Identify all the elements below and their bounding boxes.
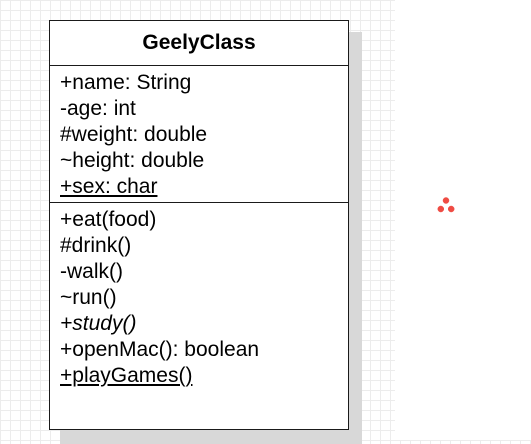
spark-icon[interactable] [436, 196, 456, 216]
attribute-weight: #weight: double [60, 123, 208, 146]
operation-eat: +eat(food) [60, 208, 157, 231]
class-name[interactable]: GeelyClass [50, 21, 348, 66]
attribute-age: -age: int [60, 97, 136, 120]
operation-walk: -walk() [60, 260, 123, 283]
operations-compartment[interactable]: +eat(food) #drink() -walk() ~run() +stud… [50, 203, 348, 429]
attribute-height: ~height: double [60, 149, 205, 172]
operation-openmac: +openMac(): boolean [60, 338, 260, 361]
operation-playgames: +playGames() [60, 364, 193, 387]
operation-drink: #drink() [60, 234, 132, 257]
canvas-blank-area [395, 0, 531, 440]
uml-class-box[interactable]: GeelyClass +name: String -age: int #weig… [49, 20, 349, 430]
attribute-name: +name: String [60, 71, 192, 94]
attribute-sex: +sex: char [60, 175, 158, 198]
operation-study: +study() [60, 312, 137, 335]
operation-run: ~run() [60, 286, 117, 309]
attributes-compartment[interactable]: +name: String -age: int #weight: double … [50, 66, 348, 203]
